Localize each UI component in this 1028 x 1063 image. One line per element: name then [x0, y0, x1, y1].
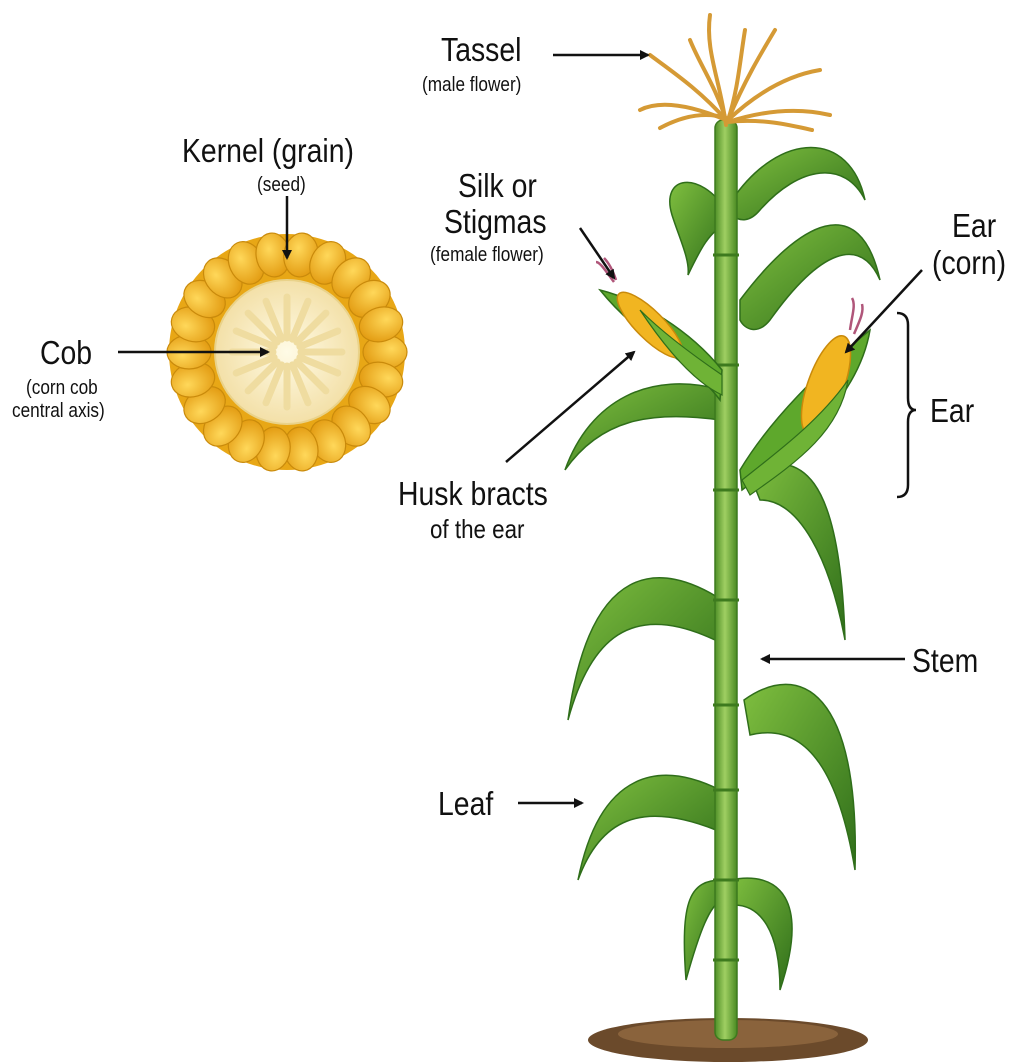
arrow-silk: [580, 228, 614, 278]
label-tassel: Tassel: [441, 32, 521, 68]
ear-bracket: [897, 313, 916, 497]
label-kernel-sub: (seed): [257, 174, 306, 196]
label-silk-sub: (female flower): [430, 244, 544, 266]
label-husk-line2: of the ear: [430, 515, 524, 544]
left-ear: [596, 258, 722, 400]
label-leaf: Leaf: [438, 786, 493, 822]
label-husk-line1: Husk bracts: [398, 476, 548, 512]
stem: [713, 120, 739, 1040]
label-cob-sub-line1: (corn cob: [26, 377, 98, 399]
label-silk-line2: Stigmas: [444, 204, 547, 240]
label-tassel-sub: (male flower): [422, 74, 521, 96]
label-ear: Ear: [930, 393, 974, 429]
arrow-ear-corn: [846, 270, 922, 352]
tassel-flower: [640, 15, 830, 130]
label-cob-sub-line2: central axis): [12, 400, 105, 422]
label-stem: Stem: [912, 643, 978, 679]
label-silk-line1: Silk or: [458, 168, 537, 204]
label-cob: Cob: [40, 335, 92, 371]
label-kernel: Kernel (grain): [182, 133, 354, 169]
label-ear-corn-line1: Ear: [952, 208, 996, 244]
label-ear-corn-line2: (corn): [932, 245, 1006, 281]
